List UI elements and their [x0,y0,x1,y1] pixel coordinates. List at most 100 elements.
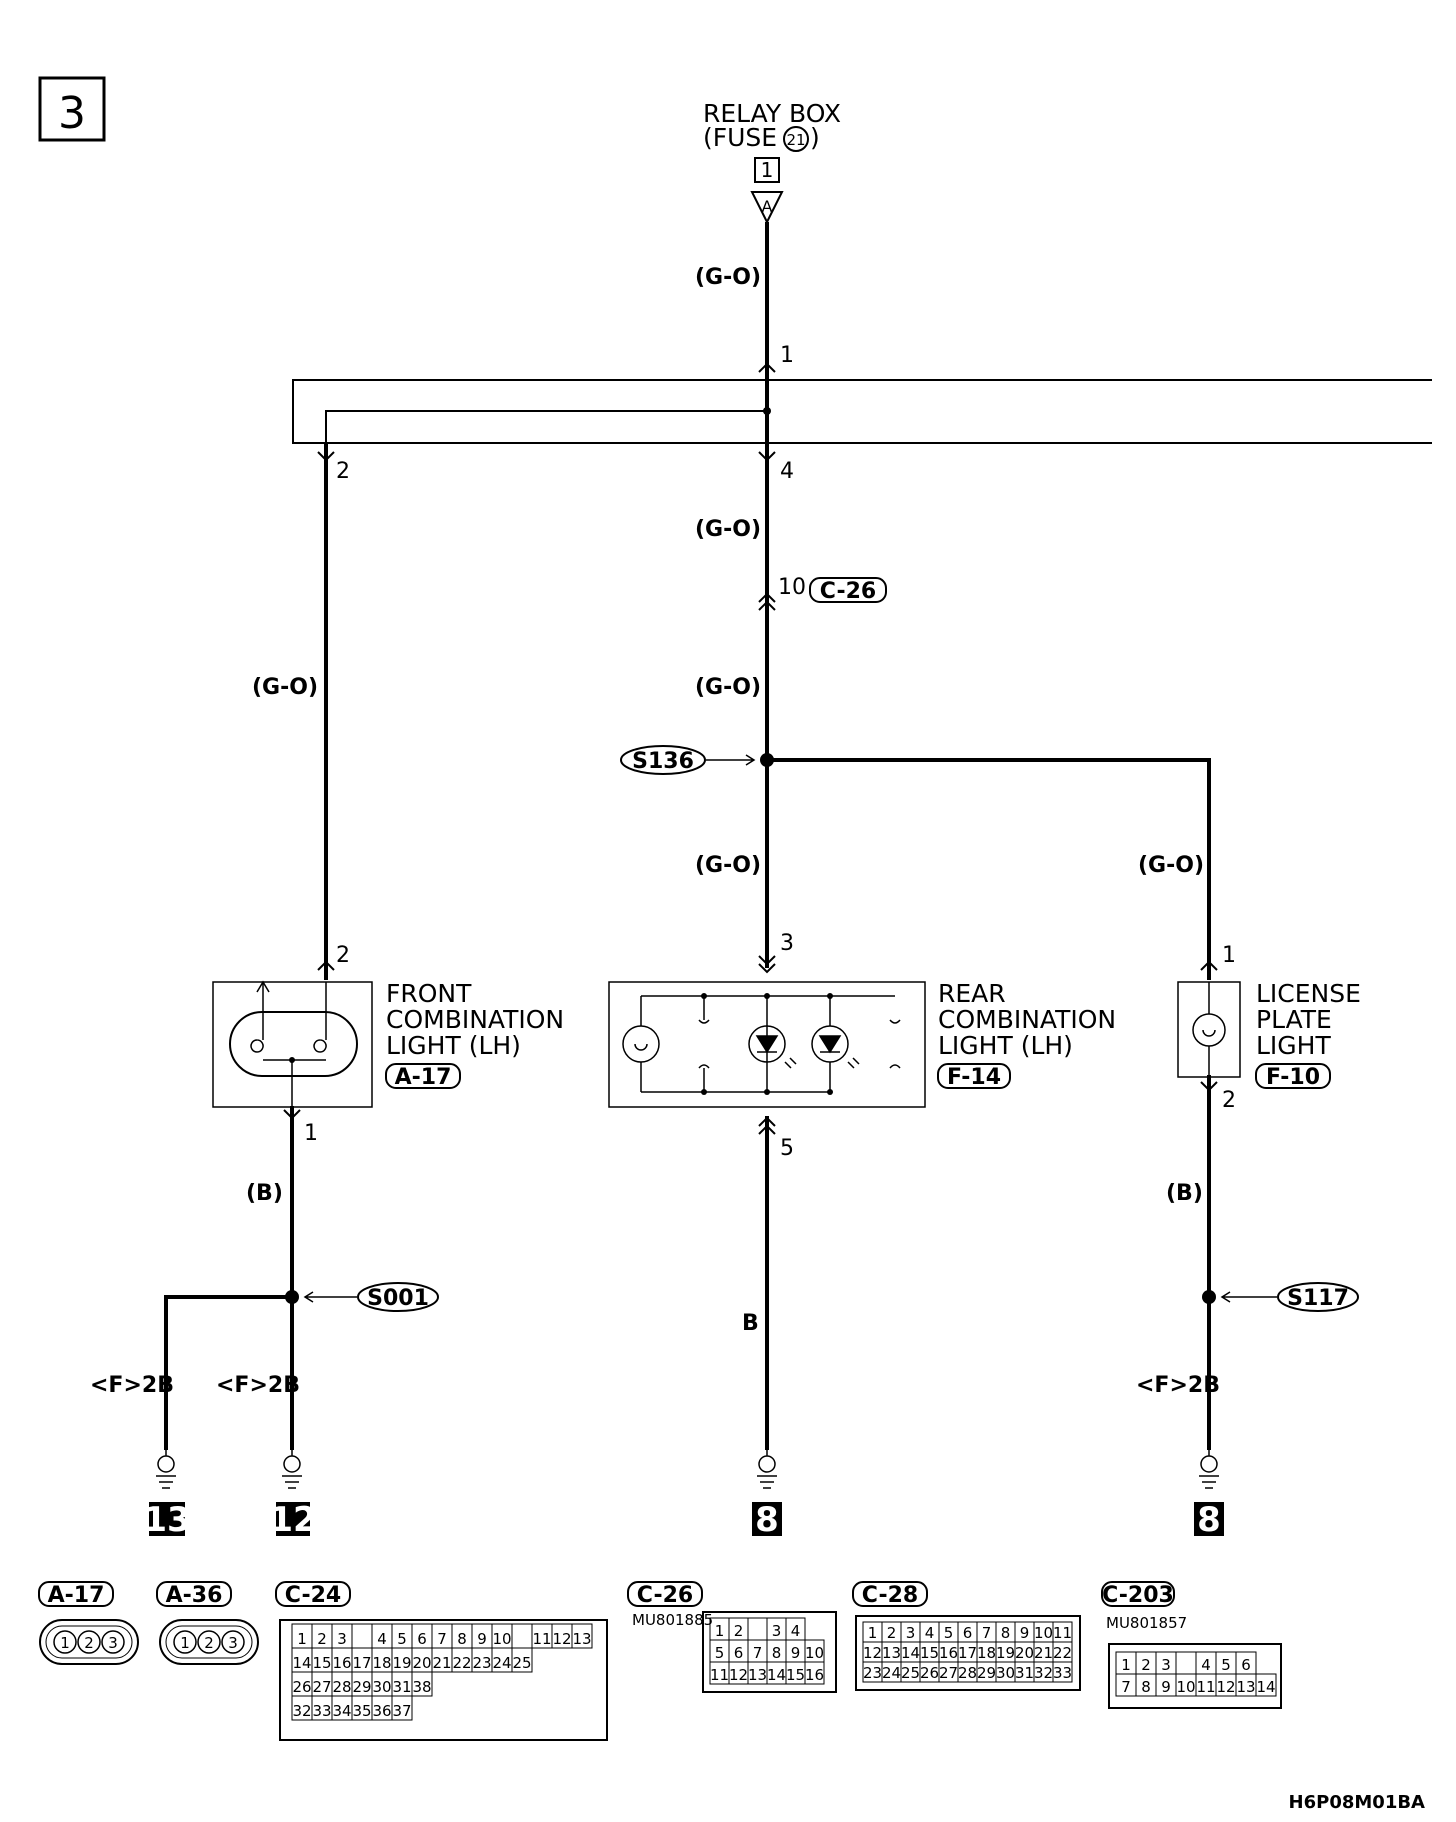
c26-pin: 5 [715,1644,725,1662]
c28-pin: 15 [920,1644,939,1662]
a36-face [159,1619,259,1665]
c24-pin: 9 [477,1630,487,1648]
c28-pin: 14 [901,1644,920,1662]
c26-pin: 12 [729,1666,748,1684]
c28-pin: 7 [982,1624,992,1642]
c24-pin: 36 [372,1702,391,1720]
c28-pin: 6 [963,1624,973,1642]
a17-face [39,1619,139,1665]
connector-mark-2-front [317,960,335,971]
a17-pin-2-circle [77,1630,101,1654]
s136-label: S136 [632,749,694,774]
front-bulb-dot [289,1057,295,1063]
relay-terminal-letter: A [762,197,773,216]
s136-oval [620,745,706,775]
c24-pin: 8 [457,1630,467,1648]
c28-pin: 10 [1034,1624,1053,1642]
wire-color-12: <F>2B [1136,1373,1220,1398]
c24-pin: 16 [332,1654,351,1672]
license-label-3: LIGHT [1256,1031,1331,1060]
rear-led-1 [748,1025,786,1063]
c203-face-tag: C-203 [1102,1583,1174,1608]
c26-face-tag: C-26 [637,1583,693,1608]
rear-led-1-symbol [755,1035,779,1054]
c203-pin: 8 [1141,1678,1151,1696]
a36-pin-3-circle [221,1630,245,1654]
a17-pin-1-circle [53,1630,77,1654]
c28-pin: 20 [1015,1644,1034,1662]
c203-pin: 13 [1236,1678,1255,1696]
c28-pin: 1 [868,1624,878,1642]
connector-mark-5 [758,1116,776,1135]
c26-pin: 1 [715,1622,725,1640]
c24-pin: 26 [292,1678,311,1696]
connector-mark-3 [758,955,776,974]
c28-pin: 26 [920,1664,939,1682]
rear-dot-3 [827,993,833,999]
c203-part-number: MU801857 [1106,1614,1187,1632]
connector-mark-2-top [317,451,335,462]
rear-bulb [622,1025,660,1063]
c24-pin: 11 [532,1630,551,1648]
c28-pin: 16 [939,1644,958,1662]
a17-face-tag-box [38,1581,114,1607]
c24-pin: 21 [432,1654,451,1672]
c203-cavity [1175,1651,1197,1675]
rear-dot-2 [764,993,770,999]
c28-pin: 21 [1034,1644,1053,1662]
relay-terminal-box [754,157,780,183]
ground-box-12 [276,1502,310,1536]
a17-pin-3-circle [101,1630,125,1654]
c28-pin: 12 [863,1644,882,1662]
c28-pin: 33 [1053,1664,1072,1682]
c26-shell [702,1611,837,1693]
pin-2-license: 2 [1222,1088,1236,1113]
c26-pin: 4 [791,1622,801,1640]
f14-tag: F-14 [947,1065,1001,1090]
c24-pin: 14 [292,1654,311,1672]
c24-pin: 37 [392,1702,411,1720]
rear-label-1: REAR [938,979,1006,1008]
c26-pin: 2 [734,1622,744,1640]
c203-pin: 14 [1256,1678,1275,1696]
relay-terminal-triangle [750,191,784,225]
c24-pin: 2 [317,1630,327,1648]
c28-pin: 29 [977,1664,996,1682]
c24-pin: 23 [472,1654,491,1672]
c28-pin: 8 [1001,1624,1011,1642]
wire-color-10: <F>2B [90,1373,174,1398]
c24-pin: 5 [397,1630,407,1648]
c24-cavity [571,1623,593,1649]
c24-cavity [391,1695,413,1721]
c24-pin: 35 [352,1702,371,1720]
pin-1-license: 1 [1222,943,1236,968]
c24-pin: 38 [412,1678,431,1696]
c26-part-number: MU801885 [632,1611,713,1629]
c24-pin: 20 [412,1654,431,1672]
rear-dot-5 [764,1089,770,1095]
c26-pin: 16 [805,1666,824,1684]
c28-face-tag-box [852,1581,928,1607]
a17-face-inner [45,1625,133,1659]
c24-cavity [511,1647,533,1673]
c24-pin: 10 [492,1630,511,1648]
pin-1-front: 1 [304,1121,318,1146]
c28-pin: 11 [1053,1624,1072,1642]
ground-box-13 [149,1502,185,1536]
pin-3: 3 [780,931,794,956]
c28-pin: 25 [901,1664,920,1682]
ground-number-8a: 8 [755,1500,779,1540]
connector-mark-1 [758,362,776,373]
c28-shell [855,1615,1081,1691]
c26-pin: 9 [791,1644,801,1662]
rear-led-2-symbol [818,1035,842,1054]
a36-face-inner [165,1625,253,1659]
c26-pin: 15 [786,1666,805,1684]
page-number: 3 [58,88,86,139]
c28-pin: 18 [977,1644,996,1662]
c24-pin: 31 [392,1678,411,1696]
rear-led-2 [811,1025,849,1063]
wire-color-2: (G-O) [695,517,761,542]
wire-color-1: (G-O) [695,265,761,290]
